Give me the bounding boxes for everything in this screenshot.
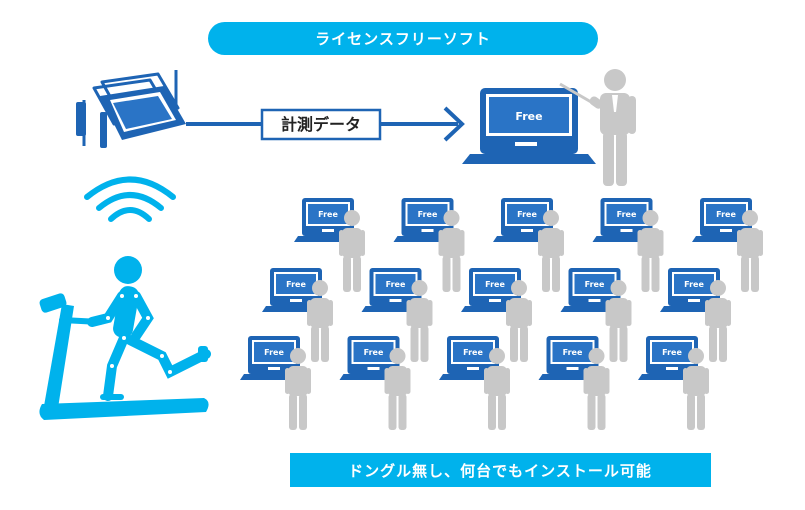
laptop-screen-label: Free: [684, 280, 704, 289]
laptop-icon: Free: [692, 198, 760, 242]
laptop-screen-label: Free: [517, 210, 537, 219]
laptop-user-unit: Free: [538, 336, 610, 430]
laptop-user-unit: Free: [692, 198, 763, 292]
laptop-user-unit: Free: [560, 268, 632, 362]
laptop-user-unit: Free: [461, 268, 532, 362]
laptop-user-unit: Free: [294, 198, 365, 292]
header-pill: ライセンスフリーソフト: [208, 22, 598, 55]
laptop-user-unit: Free: [262, 268, 333, 362]
laptop-screen-label: Free: [386, 280, 406, 289]
laptop-icon: Free: [638, 336, 706, 380]
laptop-user-unit: Free: [361, 268, 433, 362]
laptop-screen-label: Free: [662, 348, 682, 357]
laptop-user-unit: Free: [339, 336, 411, 430]
data-label: 計測データ: [281, 115, 361, 134]
laptop-screen-label: Free: [563, 348, 583, 357]
laptop-icon: Free: [493, 198, 561, 242]
laptop-icon: Free: [339, 336, 408, 380]
laptop-screen-label: Free: [585, 280, 605, 289]
laptop-screen-label: Free: [286, 280, 306, 289]
main-laptop-icon: Free: [462, 88, 596, 164]
treadmill-runner-icon: [39, 256, 211, 420]
footer-banner-label: ドングル無し、何台でもインストール可能: [348, 462, 652, 480]
laptop-screen-label: Free: [264, 348, 284, 357]
laptop-screen-label: Free: [318, 210, 338, 219]
laptop-icon: Free: [592, 198, 661, 242]
laptop-screen-label: Free: [485, 280, 505, 289]
footer-banner: ドングル無し、何台でもインストール可能: [290, 453, 711, 487]
presenter-icon: [559, 69, 636, 186]
laptop-screen-label: Free: [463, 348, 483, 357]
camera-icon: [76, 70, 186, 148]
main-laptop-screen-label: Free: [515, 110, 542, 123]
header-label: ライセンスフリーソフト: [315, 30, 491, 48]
laptop-user-unit: Free: [393, 198, 465, 292]
laptop-user-unit: Free: [592, 198, 664, 292]
wifi-signal-icon: [84, 176, 176, 222]
laptop-screen-label: Free: [617, 210, 637, 219]
laptop-user-unit: Free: [240, 336, 311, 430]
laptop-user-unit: Free: [660, 268, 731, 362]
laptop-screen-label: Free: [716, 210, 736, 219]
laptop-user-unit: Free: [493, 198, 564, 292]
laptop-icon: Free: [262, 268, 330, 312]
laptop-user-unit: Free: [439, 336, 510, 430]
laptop-user-unit: Free: [638, 336, 709, 430]
laptop-screen-label: Free: [364, 348, 384, 357]
data-flow-arrow: 計測データ: [186, 106, 465, 142]
laptop-screen-label: Free: [418, 210, 438, 219]
data-label-box: [260, 108, 382, 141]
laptop-icon: Free: [560, 268, 629, 312]
